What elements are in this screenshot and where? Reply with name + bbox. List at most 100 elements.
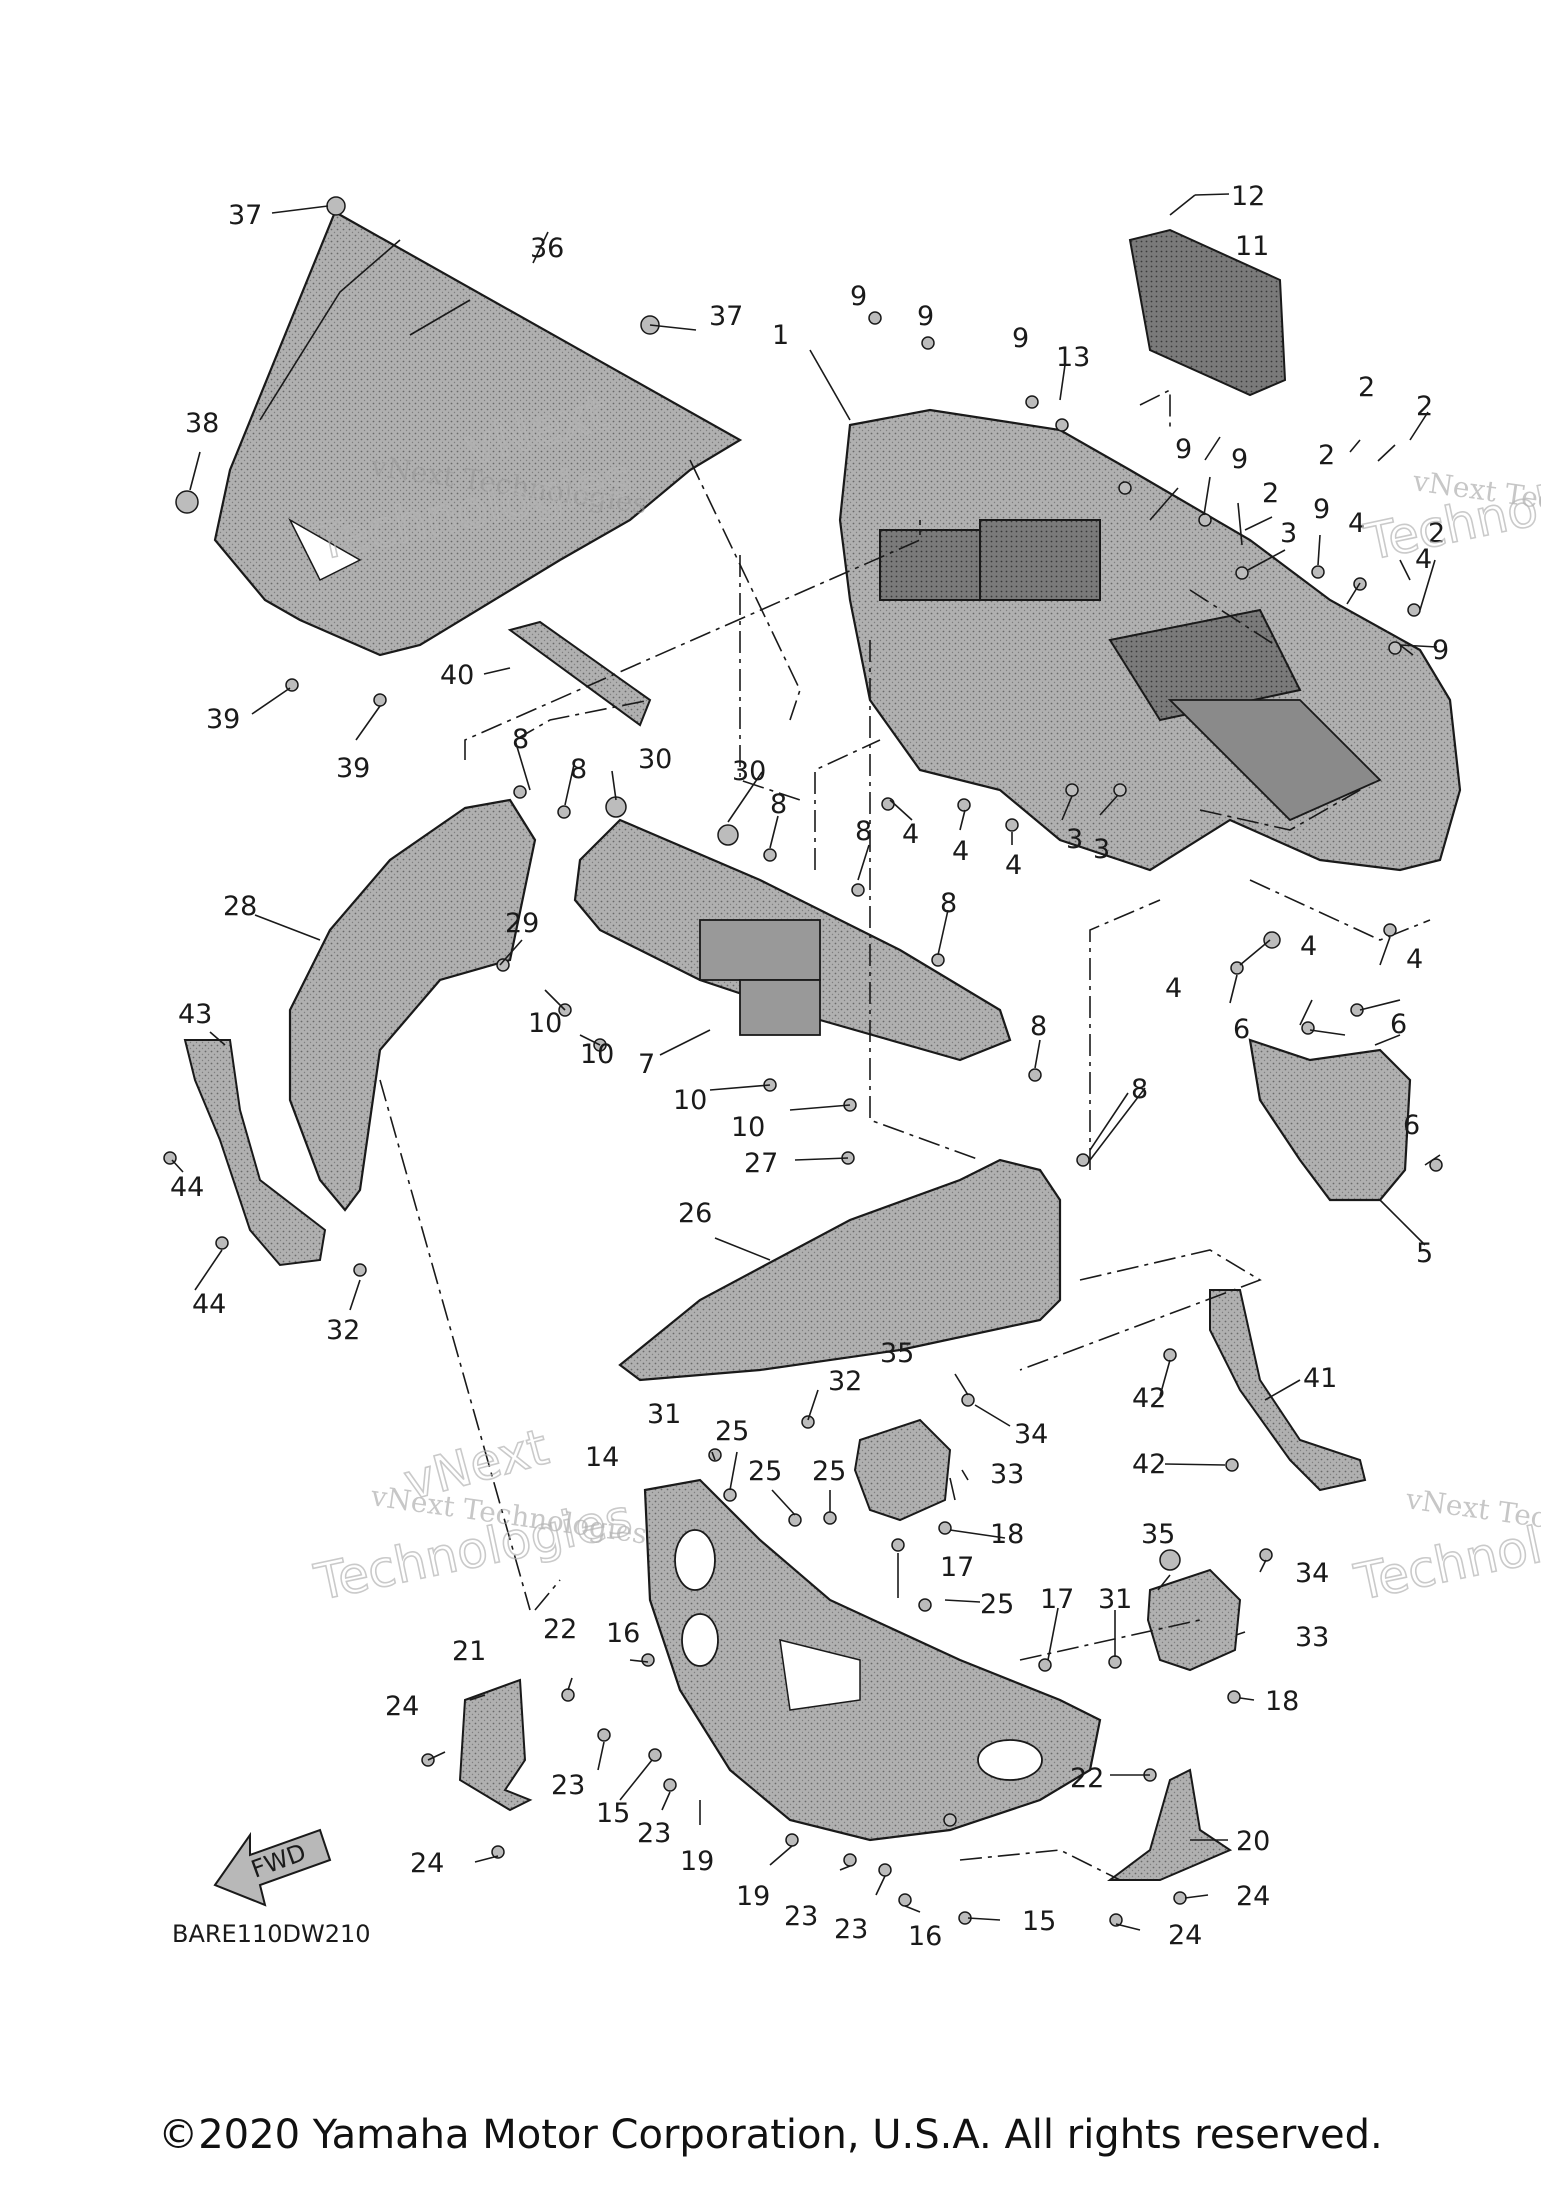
callout-17b: 17 [1040,1584,1074,1615]
callout-26: 26 [678,1198,712,1229]
callout-31a: 31 [647,1399,681,1430]
callout-39a: 39 [206,704,240,735]
callout-9g: 9 [1432,635,1449,666]
callout-labels: 37 36 37 38 40 39 39 12 11 9 9 9 13 1 9 … [170,181,1449,1952]
part-36-upper-cover [213,210,743,657]
callout-14: 14 [585,1442,619,1473]
callout-23a: 23 [551,1770,585,1801]
callout-5: 5 [1416,1238,1433,1269]
part-28-side-panel [288,798,537,1212]
callout-16a: 16 [606,1618,640,1649]
callout-4a: 4 [1348,508,1365,539]
callout-7: 7 [638,1049,655,1080]
callout-4d: 4 [952,836,969,867]
diagram-code: BARE110DW210 [172,1920,371,1948]
callout-28: 28 [223,891,257,922]
callout-34a: 34 [1014,1419,1048,1450]
copyright-notice: ©2020 Yamaha Motor Corporation, U.S.A. A… [158,2112,1383,2158]
callout-24d: 24 [1168,1920,1202,1951]
callout-32b: 32 [828,1366,862,1397]
callout-10c: 10 [673,1085,707,1116]
callout-35b: 35 [1141,1519,1175,1550]
part-21-plate [458,1678,533,1812]
callout-9a: 9 [850,281,867,312]
callout-32a: 32 [326,1315,360,1346]
callout-37b: 37 [709,301,743,332]
part-5-cover [1248,1038,1412,1202]
callout-23d: 23 [834,1914,868,1945]
callout-15b: 15 [1022,1906,1056,1937]
callout-leaders [171,193,1441,1931]
callout-18b: 18 [1265,1686,1299,1717]
callout-22b: 22 [1070,1763,1104,1794]
part-41-guard [1209,1289,1367,1492]
callout-27: 27 [744,1148,778,1179]
callout-43: 43 [178,999,212,1030]
callout-22a: 22 [543,1614,577,1645]
part-33-bracket-lower [1146,1568,1242,1672]
callout-42b: 42 [1132,1449,1166,1480]
part-11-bracket [1128,228,1287,397]
callout-8e: 8 [940,888,957,919]
callout-1: 1 [772,320,789,351]
callout-41: 41 [1303,1363,1337,1394]
callout-25d: 25 [980,1589,1014,1620]
callout-2c: 2 [1416,391,1433,422]
part-14-skid-plate [643,1478,1102,1842]
callout-12: 12 [1231,181,1265,212]
callout-18a: 18 [990,1519,1024,1550]
callout-10d: 10 [731,1112,765,1143]
callout-4g: 4 [1165,973,1182,1004]
callout-36: 36 [530,233,564,264]
callout-10b: 10 [580,1039,614,1070]
callout-9e: 9 [1231,444,1248,475]
callout-8d: 8 [855,816,872,847]
callout-38: 38 [185,408,219,439]
callout-9f: 9 [1313,494,1330,525]
callout-6c: 6 [1403,1110,1420,1141]
part-1-main-panel [838,408,1462,872]
callout-39b: 39 [336,753,370,784]
callout-30a: 30 [638,744,672,775]
callout-6a: 6 [1233,1014,1250,1045]
callout-3a: 3 [1280,518,1297,549]
callout-34b: 34 [1295,1558,1329,1589]
callout-23b: 23 [637,1818,671,1849]
callout-19a: 19 [680,1846,714,1877]
callout-21: 21 [452,1636,486,1667]
part-43-side-trim [183,1039,327,1267]
callout-8f: 8 [1030,1011,1047,1042]
callout-23c: 23 [784,1901,818,1932]
callout-24a: 24 [385,1691,419,1722]
callout-25a: 25 [715,1416,749,1447]
callout-9d: 9 [1175,434,1192,465]
callout-8g: 8 [1131,1074,1148,1105]
callout-35a: 35 [880,1338,914,1369]
callout-3b: 3 [1066,824,1083,855]
callout-44b: 44 [192,1289,226,1320]
callout-31b: 31 [1098,1584,1132,1615]
callout-11: 11 [1235,231,1269,262]
callout-4c: 4 [902,819,919,850]
callout-9c: 9 [1012,323,1029,354]
part-40-strip [507,620,652,727]
callout-10a: 10 [528,1008,562,1039]
watermark-text-8: Technologies [1359,448,1541,572]
callout-40: 40 [440,660,474,691]
callout-25b: 25 [748,1456,782,1487]
callout-20: 20 [1236,1826,1270,1857]
callout-2a: 2 [1262,478,1279,509]
callout-2d: 2 [1318,440,1335,471]
callout-2b: 2 [1358,372,1375,403]
fwd-arrow-icon: FWD [213,1828,332,1907]
part-20-plate [1107,1768,1233,1881]
callout-4f: 4 [1300,931,1317,962]
callout-8b: 8 [570,754,587,785]
callout-33b: 33 [1295,1622,1329,1653]
part-33-bracket-upper [853,1418,952,1522]
callout-24c: 24 [1236,1881,1270,1912]
callout-25c: 25 [812,1456,846,1487]
callout-44a: 44 [170,1172,204,1203]
part-7-crossmember [573,818,1012,1062]
callout-37a: 37 [228,200,262,231]
